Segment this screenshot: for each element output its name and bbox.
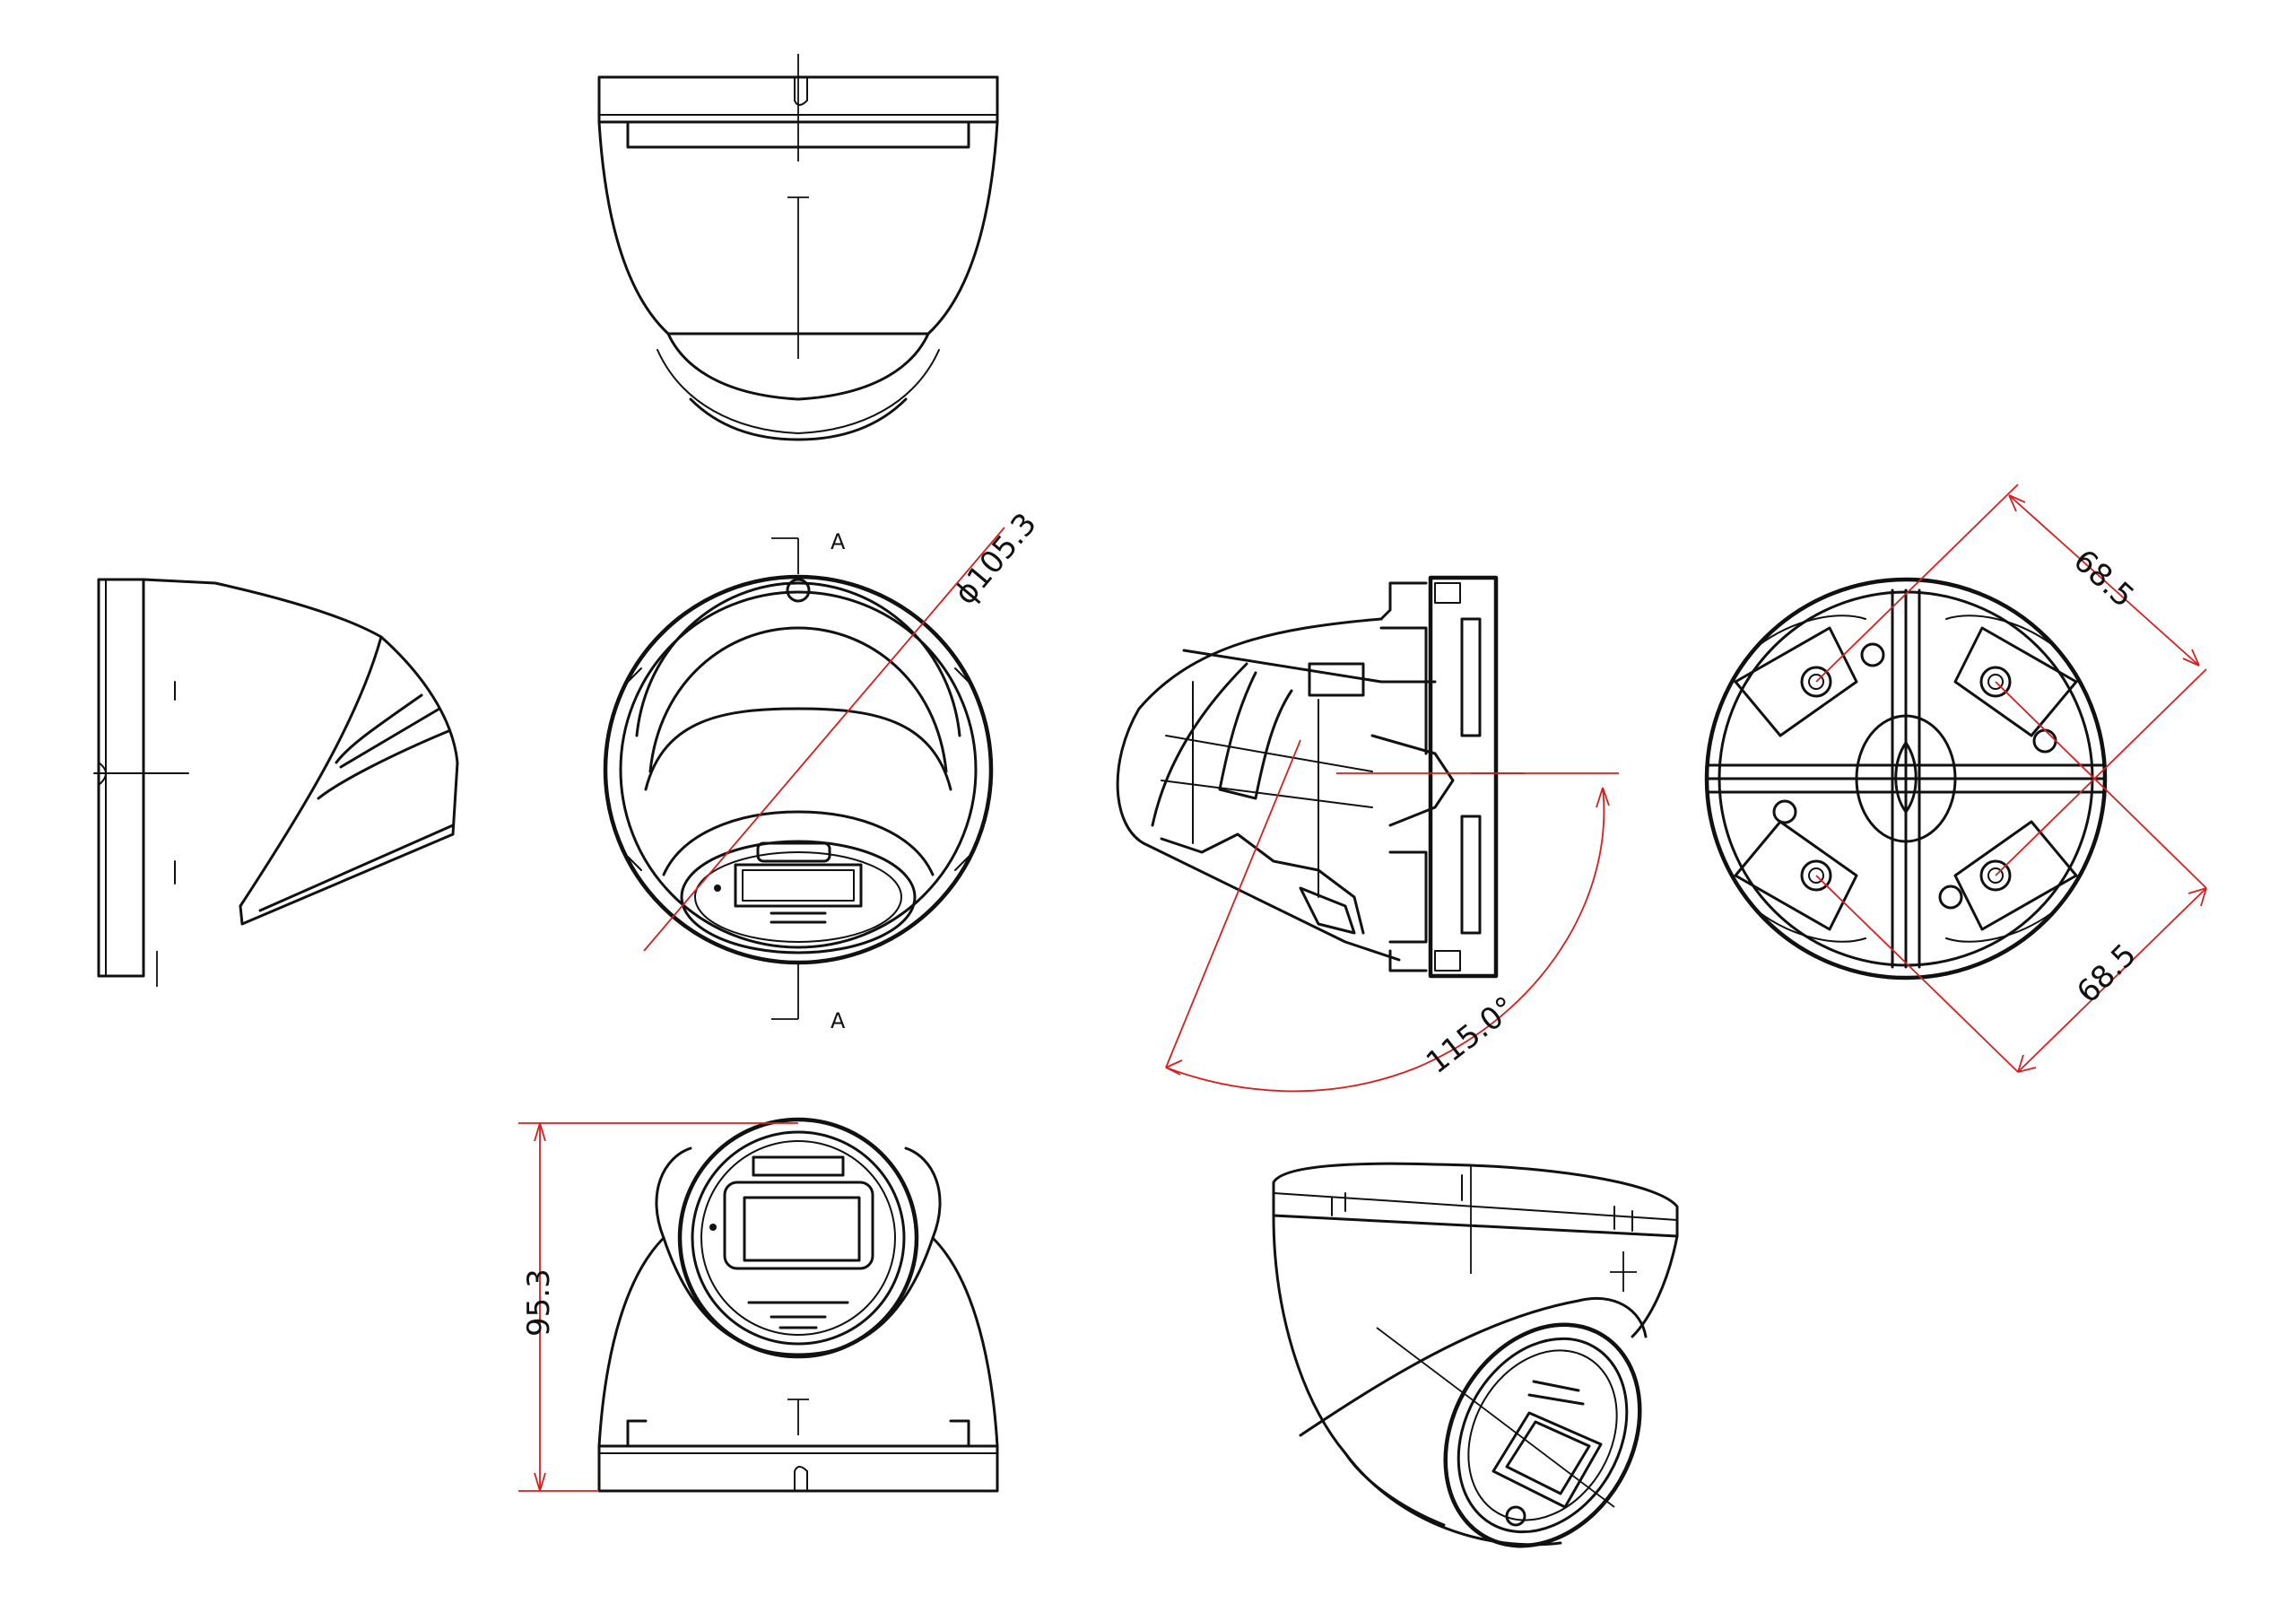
height-dimension: 95.3 bbox=[521, 1268, 557, 1337]
bottom-front-view bbox=[518, 1117, 999, 1493]
section-label-bottom: A bbox=[831, 1008, 846, 1033]
top-view bbox=[597, 54, 999, 441]
section-label-top: A bbox=[831, 529, 846, 554]
mounting-base-view bbox=[1704, 484, 2207, 1073]
side-view-left bbox=[93, 578, 459, 987]
section-view bbox=[1116, 575, 1619, 1093]
isometric-view bbox=[1272, 1162, 1679, 1548]
diameter-dimension: ϕ105.3 bbox=[947, 506, 1044, 611]
mount-spacing-lower: 68.5 bbox=[2070, 937, 2144, 1011]
front-view bbox=[603, 527, 1005, 1020]
tilt-angle-dimension: 115.0° bbox=[1420, 989, 1523, 1081]
